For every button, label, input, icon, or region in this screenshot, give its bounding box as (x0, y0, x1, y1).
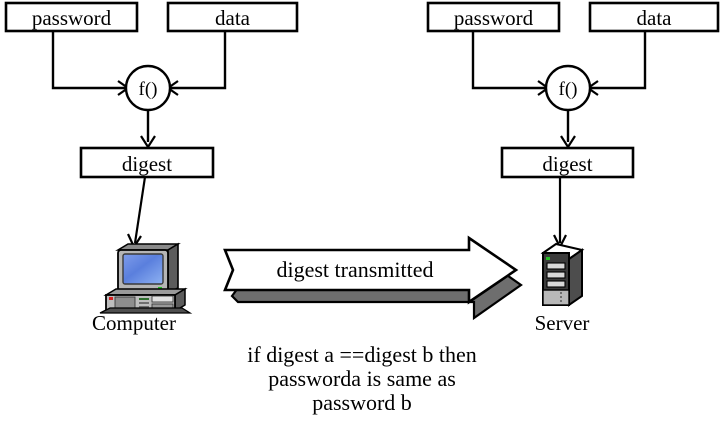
left-data-to-function-connector (170, 31, 227, 90)
right-data-box-rect (588, 1, 720, 33)
transmission-arrow-body (223, 235, 519, 305)
server-lower-panel (542, 289, 570, 306)
right-digest-box-rect (500, 146, 635, 179)
right-password-box: password (426, 1, 561, 33)
computer-screen (122, 253, 164, 285)
computer-label: Computer (92, 311, 176, 335)
left-function-node: f() (124, 64, 172, 112)
left-password-box-label: password (32, 6, 112, 30)
server-vent-dot-3 (560, 300, 562, 302)
computer-optical-drive (151, 295, 174, 303)
computer-base-indicator-a (139, 298, 149, 300)
right-function-node-label: f() (559, 79, 578, 100)
left-data-box: data (166, 1, 299, 33)
computer-base-panel-left (114, 296, 136, 310)
computer-keyboard (99, 307, 193, 314)
left-password-to-function-connector (51, 31, 126, 90)
right-data-box: data (588, 1, 720, 33)
server-vent-dot-1 (560, 292, 562, 294)
caption-line-1: if digest a ==digest b then (247, 342, 477, 367)
left-digest-to-computer-connector (133, 176, 147, 244)
right-digest-box-label: digest (542, 152, 592, 176)
caption-line-2: passworda is same as (268, 366, 456, 391)
computer-base-led (109, 297, 113, 300)
server-bay-1 (546, 262, 566, 270)
server-bay-2 (546, 271, 566, 279)
transmission-arrow-label: digest transmitted (276, 257, 433, 282)
right-password-box-rect (426, 1, 561, 33)
server-label: Server (535, 311, 590, 335)
left-data-box-rect (166, 1, 299, 33)
computer-base-indicator-c (139, 306, 149, 308)
server-status-led (546, 257, 550, 260)
server-vent-dot-2 (560, 296, 562, 298)
left-password-box-rect (4, 1, 139, 33)
computer-icon (99, 242, 193, 314)
caption-line-3: password b (312, 390, 412, 415)
left-function-node-label: f() (139, 79, 158, 100)
left-password-box: password (4, 1, 139, 33)
left-digest-box: digest (79, 146, 215, 179)
right-data-to-function-connector (590, 31, 647, 90)
right-function-node: f() (544, 64, 592, 112)
caption-block: if digest a ==digest b then passworda is… (247, 342, 477, 415)
right-data-box-label: data (637, 6, 673, 30)
left-data-box-label: data (215, 6, 251, 30)
left-digest-box-label: digest (122, 152, 172, 176)
left-digest-box-rect (79, 146, 215, 179)
right-password-to-function-connector (471, 31, 546, 90)
right-password-box-label: password (454, 6, 534, 30)
computer-monitor-side-bevel (167, 242, 179, 295)
digest-transmitted-arrow: digest transmitted (223, 235, 523, 321)
server-icon (540, 242, 585, 307)
right-digest-box: digest (500, 146, 635, 179)
computer-base-indicator-b (139, 302, 149, 304)
server-side-face (568, 248, 583, 307)
server-bay-3 (546, 280, 566, 288)
